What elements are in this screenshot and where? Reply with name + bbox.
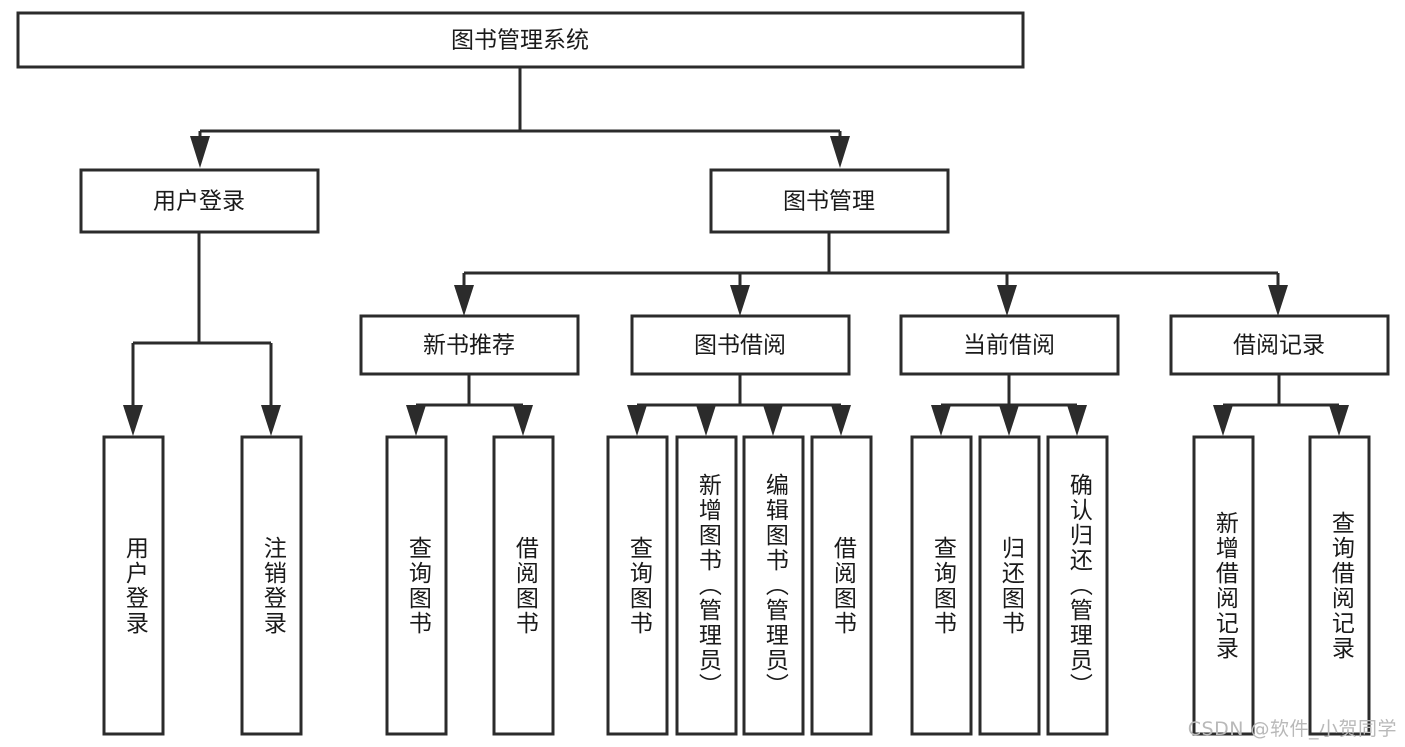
arrow-to-leaf-query-books-1	[406, 405, 426, 436]
arrow-to-current-borrow	[997, 285, 1017, 316]
node-book-management-box[interactable]	[709, 168, 950, 234]
arrow-to-book-borrow	[730, 285, 750, 316]
node-current-borrow-box[interactable]	[899, 314, 1120, 376]
leaf-edit-book-box[interactable]	[742, 435, 805, 736]
arrow-to-book-management	[830, 136, 850, 168]
arrow-to-leaf-confirm-return	[1067, 405, 1087, 436]
node-new-book-recommend-box[interactable]	[359, 314, 580, 376]
leaf-return-book-box[interactable]	[978, 435, 1041, 736]
arrow-to-leaf-query-books-2	[627, 405, 647, 436]
arrow-to-leaf-add-record	[1213, 405, 1233, 436]
arrow-to-new-book-recommend	[454, 285, 474, 316]
arrow-to-user-login	[190, 136, 210, 168]
leaf-add-book-box[interactable]	[675, 435, 738, 736]
node-borrow-record-label: 借阅记录	[1233, 333, 1325, 359]
node-borrow-record-box[interactable]	[1169, 314, 1390, 376]
leaf-borrow-books-1-box[interactable]	[492, 435, 555, 736]
leaf-query-books-1-box[interactable]	[385, 435, 448, 736]
leaf-add-record-box[interactable]	[1192, 435, 1255, 736]
node-user-login-label: 用户登录	[153, 189, 245, 215]
arrow-to-leaf-borrow-books-1	[513, 405, 533, 436]
leaf-borrow-books-2-box[interactable]	[810, 435, 873, 736]
arrow-to-leaf-edit-book	[763, 405, 783, 436]
node-book-management-label: 图书管理	[783, 189, 875, 215]
arrow-to-leaf-query-books-3	[931, 405, 951, 436]
node-book-borrow-box[interactable]	[630, 314, 851, 376]
leaf-user-login-box[interactable]	[102, 435, 165, 736]
leaf-query-record-box[interactable]	[1308, 435, 1371, 736]
csdn-watermark: CSDN @软件_小贺同学	[1187, 718, 1397, 740]
leaf-logout-login-box[interactable]	[240, 435, 303, 736]
node-book-borrow-label: 图书借阅	[694, 333, 786, 359]
node-root-label: 图书管理系统	[451, 28, 589, 54]
arrow-to-leaf-user-login	[123, 405, 143, 436]
arrow-to-leaf-return-book	[999, 405, 1019, 436]
node-root-box[interactable]	[16, 11, 1025, 69]
leaf-query-books-3-box[interactable]	[910, 435, 973, 736]
node-current-borrow-label: 当前借阅	[963, 333, 1055, 359]
arrow-to-leaf-add-book	[696, 405, 716, 436]
arrow-to-leaf-borrow-books-2	[831, 405, 851, 436]
leaf-query-books-2-box[interactable]	[606, 435, 669, 736]
node-new-book-recommend-label: 新书推荐	[423, 333, 515, 359]
leaf-confirm-return-box[interactable]	[1046, 435, 1109, 736]
arrow-to-leaf-logout-login	[261, 405, 281, 436]
arrow-to-borrow-record	[1268, 285, 1288, 316]
arrow-to-leaf-query-record	[1329, 405, 1349, 436]
